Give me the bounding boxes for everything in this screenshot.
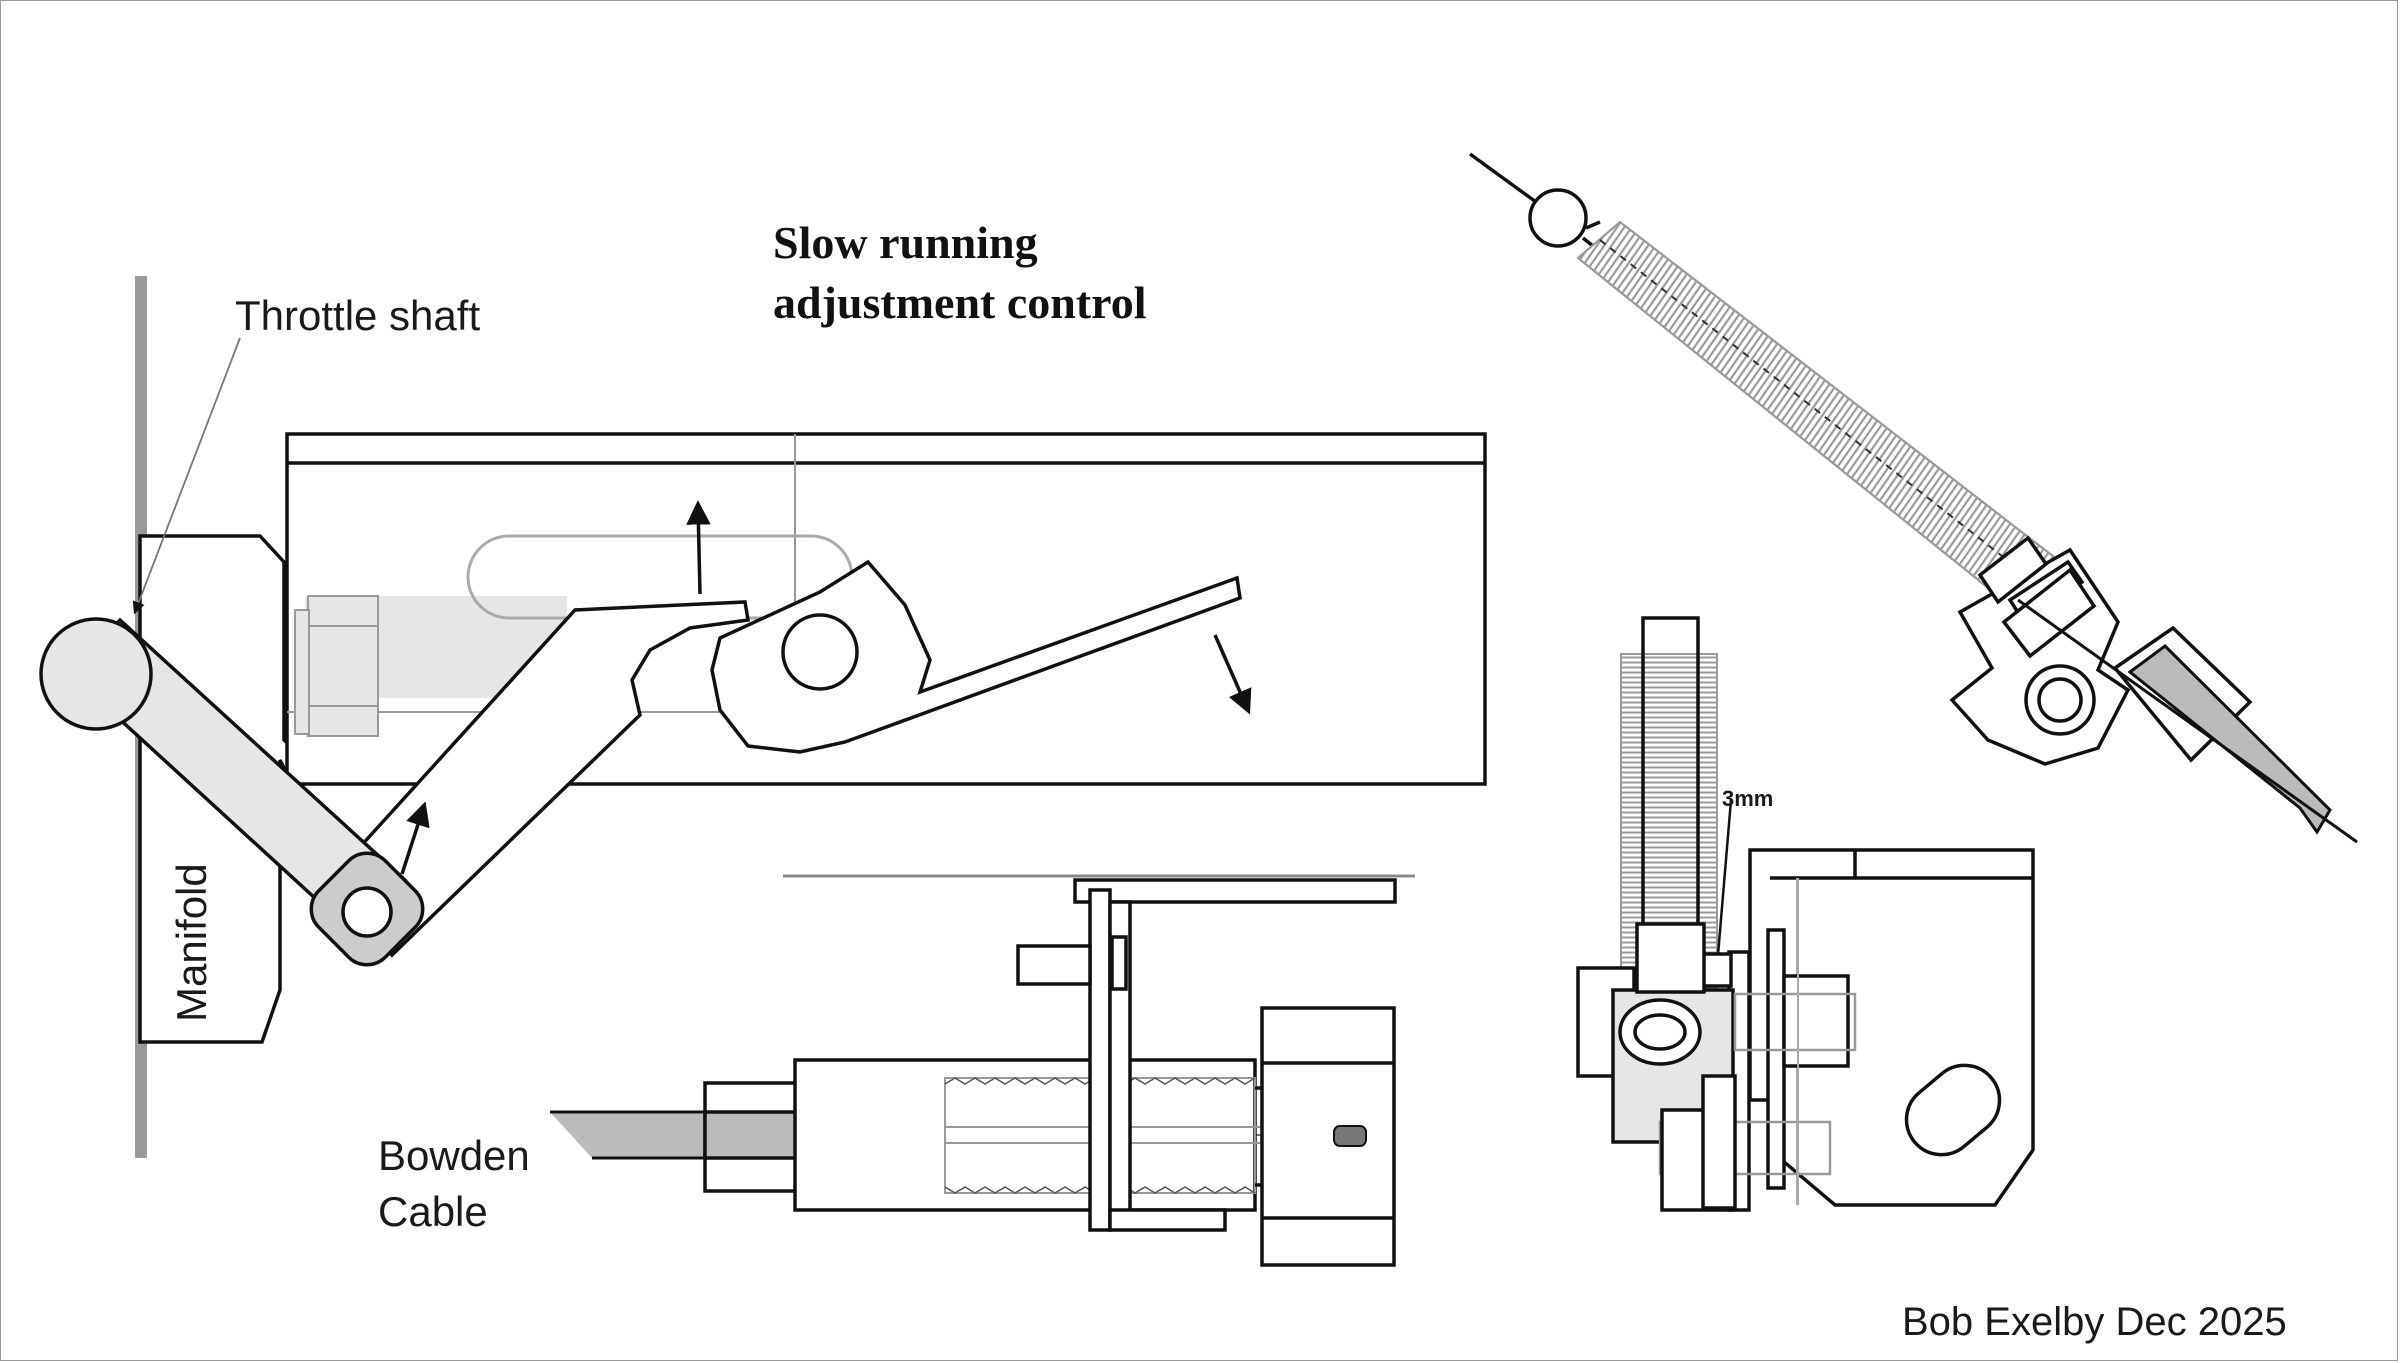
up-arrow (686, 500, 711, 595)
cable-end-eye (1528, 188, 1588, 248)
cable-nipple (1333, 1125, 1367, 1147)
title-line-1: Slow running (773, 217, 1038, 268)
angled-cable (2127, 644, 2332, 835)
angled-view (1468, 152, 2358, 844)
spring-rod (1576, 220, 2060, 614)
arm-pivot-hole (341, 886, 393, 938)
lock-nut (307, 595, 379, 737)
dimension-leader (1716, 799, 1733, 956)
credit-text: Bob Exelby Dec 2025 (1902, 1300, 2287, 1344)
cam-lever (710, 559, 1242, 754)
dimension-label: 3mm (1722, 786, 1773, 811)
bowden-label-1: Bowden (378, 1132, 530, 1179)
right-end-view (1576, 616, 2035, 1212)
link-arrow (400, 801, 430, 875)
mount-stud (1016, 944, 1092, 986)
main-side-view (39, 276, 1487, 1158)
title-line-2: adjustment control (773, 277, 1147, 328)
bowden-label-2: Cable (378, 1188, 488, 1235)
throttle-shaft-leader (132, 337, 241, 615)
block-hole-inner (1633, 1013, 1687, 1051)
throttle-shaft-label: Throttle shaft (235, 292, 480, 339)
adjuster-body (793, 1058, 1257, 1212)
manifold-label: Manifold (168, 863, 215, 1022)
bracket-slot (1904, 1063, 2002, 1157)
mount-plate-vertical (1088, 888, 1112, 1232)
bottom-plan-view (550, 874, 1415, 1267)
adjuster-knob (1260, 1006, 1396, 1267)
throttle-shaft-hub (39, 617, 153, 731)
mount-plate-top (1073, 878, 1397, 904)
angled-pivot-inner (2037, 677, 2083, 723)
cam-pivot (781, 613, 859, 691)
mount-plate-foot (1108, 1208, 1227, 1232)
down-arrow (1213, 634, 1252, 715)
throttle-link (327, 600, 751, 958)
